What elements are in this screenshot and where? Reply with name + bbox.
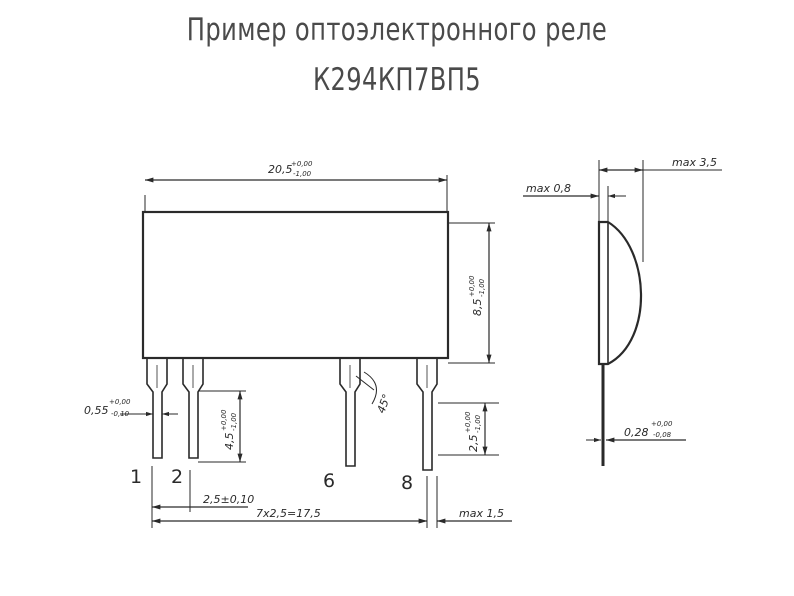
part-number-title: К294КП7ВП5 (312, 62, 482, 98)
pin-8-lead (416, 358, 438, 471)
pin-width-lower-tol: -0,10 (111, 410, 130, 418)
pin-1-lead (146, 358, 168, 459)
pin-1-label: 1 (130, 466, 142, 488)
length-upper-tol: +0,00 (291, 160, 313, 168)
side-pin-upper-tol: +0,00 (651, 420, 673, 428)
pin-2-label: 2 (171, 466, 183, 488)
length-value: 20,5 (268, 163, 293, 176)
relay-body (141, 210, 450, 360)
side-body-outline (597, 220, 643, 366)
pin-length-value: 4,5 (223, 433, 236, 451)
lead-offset-upper-tol: +0,00 (464, 411, 472, 433)
pin-length-lower-tol: -1,00 (230, 412, 238, 431)
pin-width-upper-tol: +0,00 (109, 398, 131, 406)
side-pin-thickness-value: 0,28 (624, 426, 649, 439)
height-upper-tol: +0,00 (468, 275, 476, 297)
side-max-lip-value: max 0,8 (526, 182, 571, 195)
pin-8-label: 8 (401, 472, 413, 494)
pitch-value: 2,5±0,10 (203, 493, 254, 506)
pin-2-lead (182, 358, 204, 459)
angle-arc (363, 371, 377, 405)
side-pin-lower-tol: -0,08 (653, 431, 672, 439)
height-lower-tol: -1,00 (478, 278, 486, 297)
pin-6-label: 6 (323, 470, 335, 492)
angle-value: 45° (375, 392, 394, 415)
height-value: 8,5 (471, 299, 484, 317)
pin-width-value: 0,55 (84, 404, 109, 417)
side-max-thickness-value: max 3,5 (672, 156, 717, 169)
pin-6-lead (339, 358, 361, 467)
bottom-max-value: max 1,5 (459, 507, 504, 520)
lead-offset-value: 2,5 (467, 435, 480, 453)
diagram-title: Пример оптоэлектронного реле (186, 12, 608, 48)
length-lower-tol: -1,00 (293, 170, 312, 178)
pitch-total-value: 7x2,5=17,5 (256, 507, 321, 520)
lead-offset-lower-tol: -1,00 (474, 414, 482, 433)
pin-length-upper-tol: +0,00 (220, 409, 228, 431)
